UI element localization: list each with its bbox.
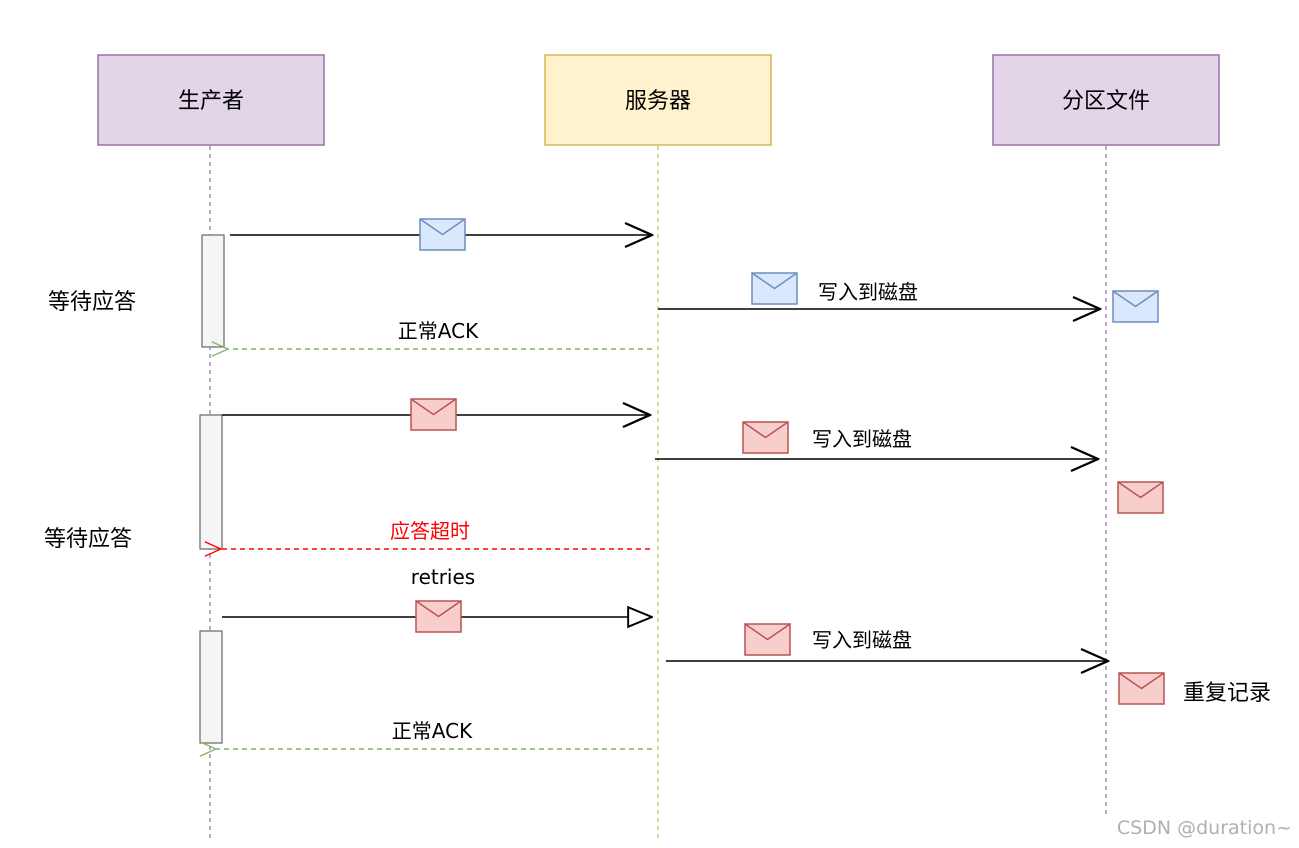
envelope-icon bbox=[410, 398, 457, 431]
activation-bar-1 bbox=[201, 234, 225, 348]
participant-server-label: 服务器 bbox=[625, 89, 691, 114]
retries-label: retries bbox=[411, 565, 475, 589]
envelope-icon bbox=[742, 421, 789, 454]
write-label-3: 写入到磁盘 bbox=[812, 628, 912, 652]
envelope-icon bbox=[1112, 290, 1159, 323]
wait-note-1: 等待应答 bbox=[48, 290, 136, 315]
envelope-icon bbox=[1118, 672, 1165, 705]
ack-label-2: 正常ACK bbox=[392, 719, 473, 743]
duplicate-note: 重复记录 bbox=[1183, 681, 1271, 706]
participant-producer-label: 生产者 bbox=[178, 89, 244, 114]
timeout-label: 应答超时 bbox=[390, 519, 470, 543]
wait-note-2: 等待应答 bbox=[44, 527, 132, 552]
participant-producer: 生产者 bbox=[97, 54, 325, 146]
envelope-icon bbox=[415, 600, 462, 633]
envelope-icon bbox=[1117, 481, 1164, 514]
activation-bar-3 bbox=[199, 630, 223, 744]
envelope-icon bbox=[744, 623, 791, 656]
participant-partition-label: 分区文件 bbox=[1062, 89, 1150, 114]
envelope-icon bbox=[751, 272, 798, 305]
envelope-icon bbox=[419, 218, 466, 251]
watermark: CSDN @duration~ bbox=[1117, 817, 1292, 839]
participant-partition: 分区文件 bbox=[992, 54, 1220, 146]
ack-label-1: 正常ACK bbox=[398, 319, 479, 343]
write-label-1: 写入到磁盘 bbox=[818, 280, 918, 304]
participant-server: 服务器 bbox=[544, 54, 772, 146]
write-label-2: 写入到磁盘 bbox=[812, 427, 912, 451]
activation-bar-2 bbox=[199, 414, 223, 550]
